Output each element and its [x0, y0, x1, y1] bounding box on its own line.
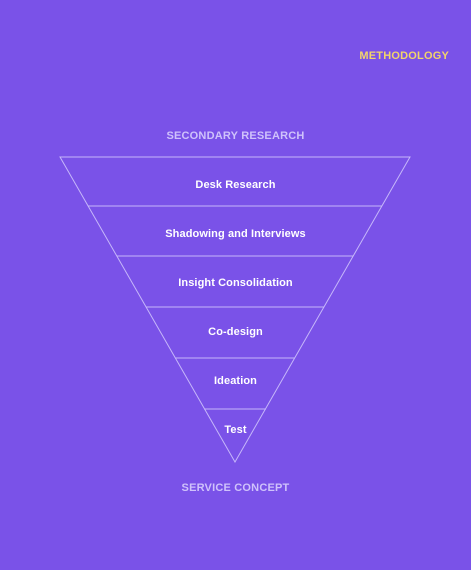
- funnel-stage-3: Insight Consolidation: [178, 277, 293, 289]
- funnel-top-label: SECONDARY RESEARCH: [166, 130, 305, 142]
- funnel-bottom-label: SERVICE CONCEPT: [181, 482, 290, 494]
- funnel-stage-1: Desk Research: [195, 179, 276, 191]
- funnel-stage-4: Co-design: [208, 326, 263, 338]
- funnel-stage-2: Shadowing and Interviews: [165, 228, 306, 240]
- funnel-stage-5: Ideation: [214, 375, 257, 387]
- funnel-stage-6: Test: [224, 424, 247, 436]
- funnel-outline: [59, 156, 411, 464]
- methodology-tag: METHODOLOGY: [359, 50, 449, 62]
